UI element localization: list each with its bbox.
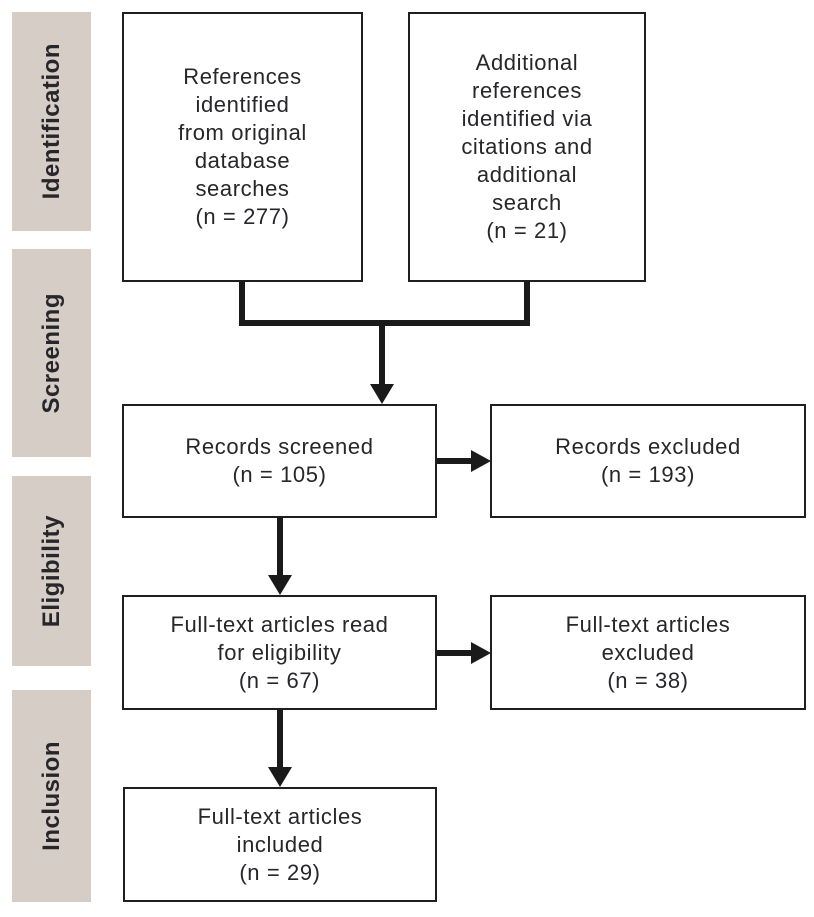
node-records-excluded: Records excluded (n = 193) [490, 404, 806, 518]
arrowhead-to-records-screened [370, 384, 394, 404]
arrow-fulltext-to-excluded-stem [437, 650, 473, 656]
node-fulltext-read: Full-text articles read for eligibility … [122, 595, 437, 710]
arrowhead-to-records-excluded [471, 450, 491, 472]
arrow-fulltext-down-stem [277, 710, 283, 769]
stage-eligibility: Eligibility [12, 476, 91, 666]
connector-merge-stem [379, 324, 385, 384]
connector-left-stub [239, 281, 245, 326]
stage-inclusion-label: Inclusion [37, 741, 65, 851]
stage-identification: Identification [12, 12, 91, 231]
arrowhead-to-fulltext-excluded [471, 642, 491, 664]
arrowhead-to-fulltext-read [268, 575, 292, 595]
stage-screening: Screening [12, 249, 91, 457]
stage-inclusion: Inclusion [12, 690, 91, 902]
node-records-screened: Records screened (n = 105) [122, 404, 437, 518]
stage-eligibility-label: Eligibility [37, 514, 65, 628]
connector-merge-bar [239, 320, 530, 326]
node-additional-references: Additional references identified via cit… [408, 12, 646, 282]
node-references-identified: References identified from original data… [122, 12, 363, 282]
node-fulltext-excluded: Full-text articles excluded (n = 38) [490, 595, 806, 710]
stage-screening-label: Screening [37, 292, 65, 414]
arrow-screened-down-stem [277, 518, 283, 577]
node-fulltext-included: Full-text articles included (n = 29) [123, 787, 437, 902]
stage-identification-label: Identification [37, 43, 65, 200]
arrowhead-to-fulltext-included [268, 767, 292, 787]
connector-right-stub [524, 281, 530, 326]
arrow-screened-to-excluded-stem [437, 458, 473, 464]
